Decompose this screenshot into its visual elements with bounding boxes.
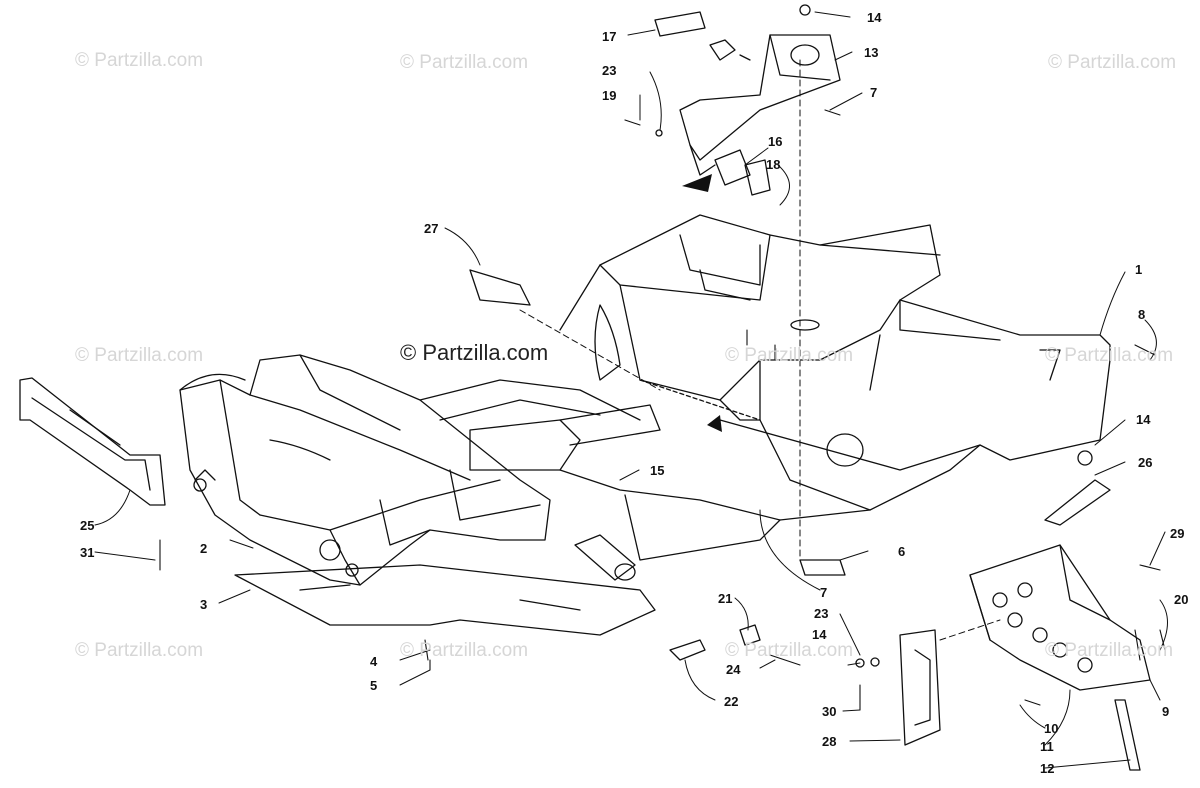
callout-23: 23 (814, 606, 829, 621)
callout-23: 23 (602, 63, 617, 78)
assembly-lines (519, 59, 1001, 641)
callout-29: 29 (1170, 526, 1185, 541)
callout-10: 10 (1044, 721, 1059, 736)
bracket-26 (1044, 479, 1111, 526)
watermark: © Partzilla.com (725, 640, 854, 661)
callout-7: 7 (820, 585, 828, 600)
strap-12 (1114, 699, 1141, 771)
plate-17 (654, 11, 706, 37)
small-parts (469, 4, 1141, 771)
callout-21: 21 (718, 591, 733, 606)
steering-support (679, 34, 841, 176)
callout-4: 4 (370, 654, 378, 669)
callout-12: 12 (1040, 761, 1055, 776)
left-bracket (19, 377, 166, 506)
plate-27 (469, 269, 531, 306)
callout-17: 17 (602, 29, 617, 44)
main-frame-tunnel (559, 214, 1111, 561)
watermark-center: © Partzilla.com (400, 340, 549, 365)
watermark: © Partzilla.com (400, 52, 529, 73)
watermark: © Partzilla.com (75, 640, 204, 661)
callout-5: 5 (370, 678, 378, 693)
callout-16: 16 (768, 134, 783, 149)
plate-nut (709, 39, 736, 61)
callout-13: 13 (864, 45, 879, 60)
callout-18: 18 (766, 157, 781, 172)
bracket-18 (744, 159, 771, 196)
callout-14: 14 (812, 627, 827, 642)
callout-15: 15 (650, 463, 665, 478)
callout-1: 1 (1135, 262, 1143, 277)
belly-pan (234, 564, 656, 636)
callout-31: 31 (80, 545, 95, 560)
callout-8: 8 (1138, 307, 1146, 322)
watermark: © Partzilla.com (725, 345, 854, 366)
fasteners (159, 109, 1166, 711)
tube (574, 534, 636, 581)
watermark: © Partzilla.com (1045, 640, 1174, 661)
callout-7: 7 (870, 85, 878, 100)
callout-30: 30 (822, 704, 837, 719)
clip-22 (669, 639, 706, 661)
callout-14: 14 (1136, 412, 1151, 427)
callout-22: 22 (724, 694, 739, 709)
skid-plate (969, 544, 1151, 691)
watermark: © Partzilla.com (75, 345, 204, 366)
callout-9: 9 (1162, 704, 1170, 719)
nut-14-low (855, 658, 865, 668)
callout-26: 26 (1138, 455, 1153, 470)
callout-25: 25 (80, 518, 95, 533)
callout-19: 19 (602, 88, 617, 103)
watermark: © Partzilla.com (400, 640, 529, 661)
callout-28: 28 (822, 734, 837, 749)
nut-14-top (799, 4, 811, 16)
callout-3: 3 (200, 597, 208, 612)
arrows (682, 174, 722, 432)
clip-21 (739, 624, 761, 646)
watermark: © Partzilla.com (1048, 52, 1177, 73)
washer-23-top (655, 129, 663, 137)
block-6 (799, 559, 846, 576)
watermark: © Partzilla.com (1045, 345, 1174, 366)
plate-28 (899, 629, 941, 746)
front-frame (179, 354, 661, 586)
callout-6: 6 (898, 544, 906, 559)
callout-14: 14 (867, 10, 882, 25)
callout-24: 24 (726, 662, 741, 677)
bracket-16 (714, 149, 751, 186)
callout-27: 27 (424, 221, 439, 236)
callout-20: 20 (1174, 592, 1189, 607)
callout-11: 11 (1040, 739, 1054, 754)
nut-14-right (1077, 450, 1093, 466)
watermark: © Partzilla.com (75, 50, 204, 71)
callout-2: 2 (200, 541, 208, 556)
washer-23 (870, 657, 880, 667)
leader-lines (94, 11, 1168, 769)
